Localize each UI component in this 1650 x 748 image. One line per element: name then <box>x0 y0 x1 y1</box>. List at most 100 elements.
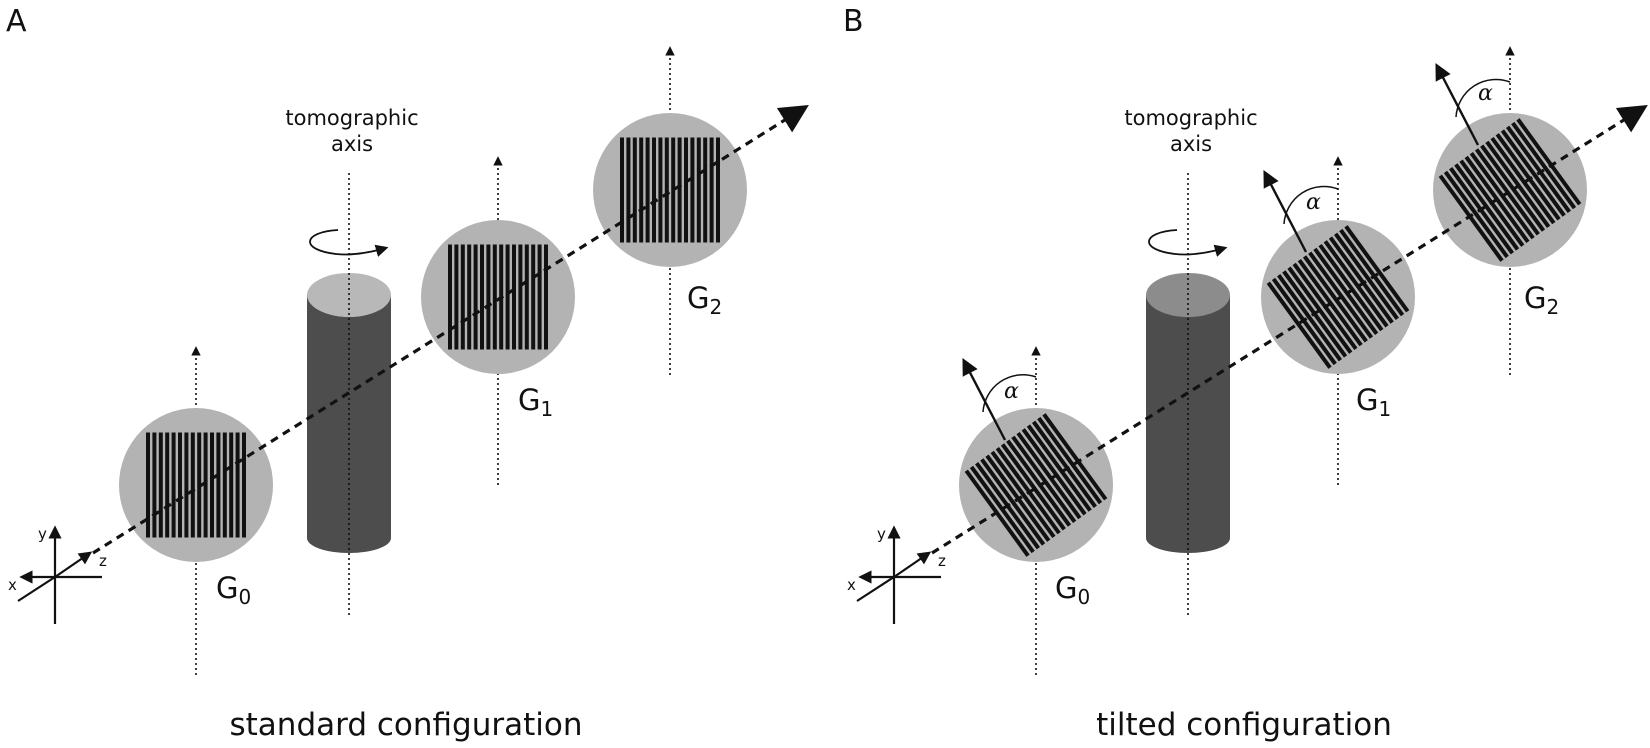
grating-slit <box>1037 416 1103 505</box>
grating-slit <box>1042 413 1108 501</box>
grating-slit <box>690 137 695 243</box>
panel-b-letter: B <box>843 4 864 39</box>
g1-label: G1 <box>518 383 553 421</box>
grating-slit <box>473 244 478 350</box>
grating-slit <box>1500 129 1566 217</box>
grating-slit <box>531 244 536 350</box>
grating-g2 <box>593 113 747 267</box>
tomographic-axis-label-b-line2: axis <box>1170 132 1212 156</box>
sample-cylinder-b <box>1146 273 1230 553</box>
grating-slit <box>1318 243 1384 332</box>
grating-slit <box>709 137 714 243</box>
x-axis-label-b: x <box>847 576 856 594</box>
grating-g0 <box>119 408 273 562</box>
grating-slit <box>146 432 150 538</box>
panel-b-caption: tilted configuration <box>1096 707 1392 743</box>
grating-slit <box>184 432 189 538</box>
g1-label-b: G1 <box>1356 383 1391 421</box>
grating-slit <box>632 137 637 243</box>
grating-slit <box>995 446 1061 535</box>
grating-slit <box>216 432 221 538</box>
grating-slit <box>703 137 708 243</box>
grating-slit <box>1032 420 1097 508</box>
grating-slit <box>480 244 484 350</box>
grating-slit <box>716 137 720 243</box>
grating-slit <box>1511 121 1577 210</box>
grating-slit <box>486 244 491 350</box>
grating-slit <box>990 450 1056 539</box>
grating-g1-tilted <box>1261 220 1415 374</box>
tomographic-axis-label-line2: axis <box>331 132 373 156</box>
grating-slit <box>537 244 542 350</box>
grating-slit <box>1323 240 1389 328</box>
grating-slit <box>664 137 669 243</box>
grating-slit <box>1438 174 1504 262</box>
panel-b: B α α α <box>843 4 1648 743</box>
grating-slit <box>652 137 656 243</box>
g0-label-b: G0 <box>1055 571 1090 609</box>
grating-slit <box>518 244 523 350</box>
coordinate-axes-b <box>856 525 941 624</box>
sample-cylinder <box>307 273 391 553</box>
grating-slit <box>1516 118 1582 206</box>
grating-slit <box>229 432 234 538</box>
panel-a: A tomographic axis <box>6 4 809 743</box>
grating-slit <box>467 244 472 350</box>
grating-slit <box>1308 251 1374 339</box>
grating-slit <box>1344 225 1410 313</box>
tilt-indicator-g0 <box>962 358 1037 441</box>
grating-slit <box>1480 144 1546 232</box>
z-axis-label: z <box>99 552 107 570</box>
alpha-label-g1: α <box>1306 190 1321 215</box>
grating-g0-tilted <box>959 408 1113 562</box>
grating-slit <box>524 244 529 350</box>
grating-slit <box>1006 439 1072 527</box>
grating-slit <box>645 137 650 243</box>
grating-slit <box>203 432 208 538</box>
grating-slit <box>1277 274 1342 362</box>
grating-slit <box>505 244 510 350</box>
grating-slit <box>1266 281 1332 369</box>
grating-slit <box>626 137 631 243</box>
grating-slit <box>544 244 548 350</box>
grating-slit <box>696 137 701 243</box>
grating-slit <box>1021 428 1087 516</box>
grating-slit <box>620 137 624 243</box>
tomographic-axis-label-b-line1: tomographic <box>1124 106 1257 130</box>
grating-slit <box>980 458 1046 546</box>
grating-slit <box>969 465 1035 554</box>
grating-slit <box>1495 133 1561 221</box>
rotation-arrow-icon-b <box>1148 229 1228 257</box>
alpha-label-g2: α <box>1478 81 1493 106</box>
grating-slit <box>448 244 452 350</box>
grating-slit <box>1328 236 1394 324</box>
grating-slit <box>684 137 688 243</box>
g2-label: G2 <box>687 281 722 319</box>
tomographic-axis-label-line1: tomographic <box>285 106 418 130</box>
grating-slit <box>1313 247 1379 336</box>
grating-slit <box>235 432 240 538</box>
grating-slit <box>1334 232 1399 320</box>
tilt-indicator-g2 <box>1435 63 1511 146</box>
grating-slit <box>210 432 214 538</box>
grating-slit <box>242 432 246 538</box>
grating-slit <box>1454 163 1520 251</box>
grating-slit <box>1485 140 1551 229</box>
grating-slit <box>1000 443 1066 531</box>
g0-label: G0 <box>216 571 251 609</box>
grating-slit <box>1016 431 1082 520</box>
grating-slit <box>639 137 644 243</box>
grating-g1 <box>421 220 575 374</box>
g2-label-b: G2 <box>1524 281 1559 319</box>
grating-slit <box>178 432 182 538</box>
grating-slit <box>158 432 163 538</box>
grating-slit <box>1339 228 1405 317</box>
grating-slit <box>171 432 176 538</box>
grating-slit <box>1443 170 1509 259</box>
grating-slit <box>165 432 170 538</box>
grating-slit <box>677 137 682 243</box>
grating-slit <box>1026 424 1092 512</box>
grating-slit <box>1464 155 1530 244</box>
grating-slit <box>1011 435 1077 524</box>
